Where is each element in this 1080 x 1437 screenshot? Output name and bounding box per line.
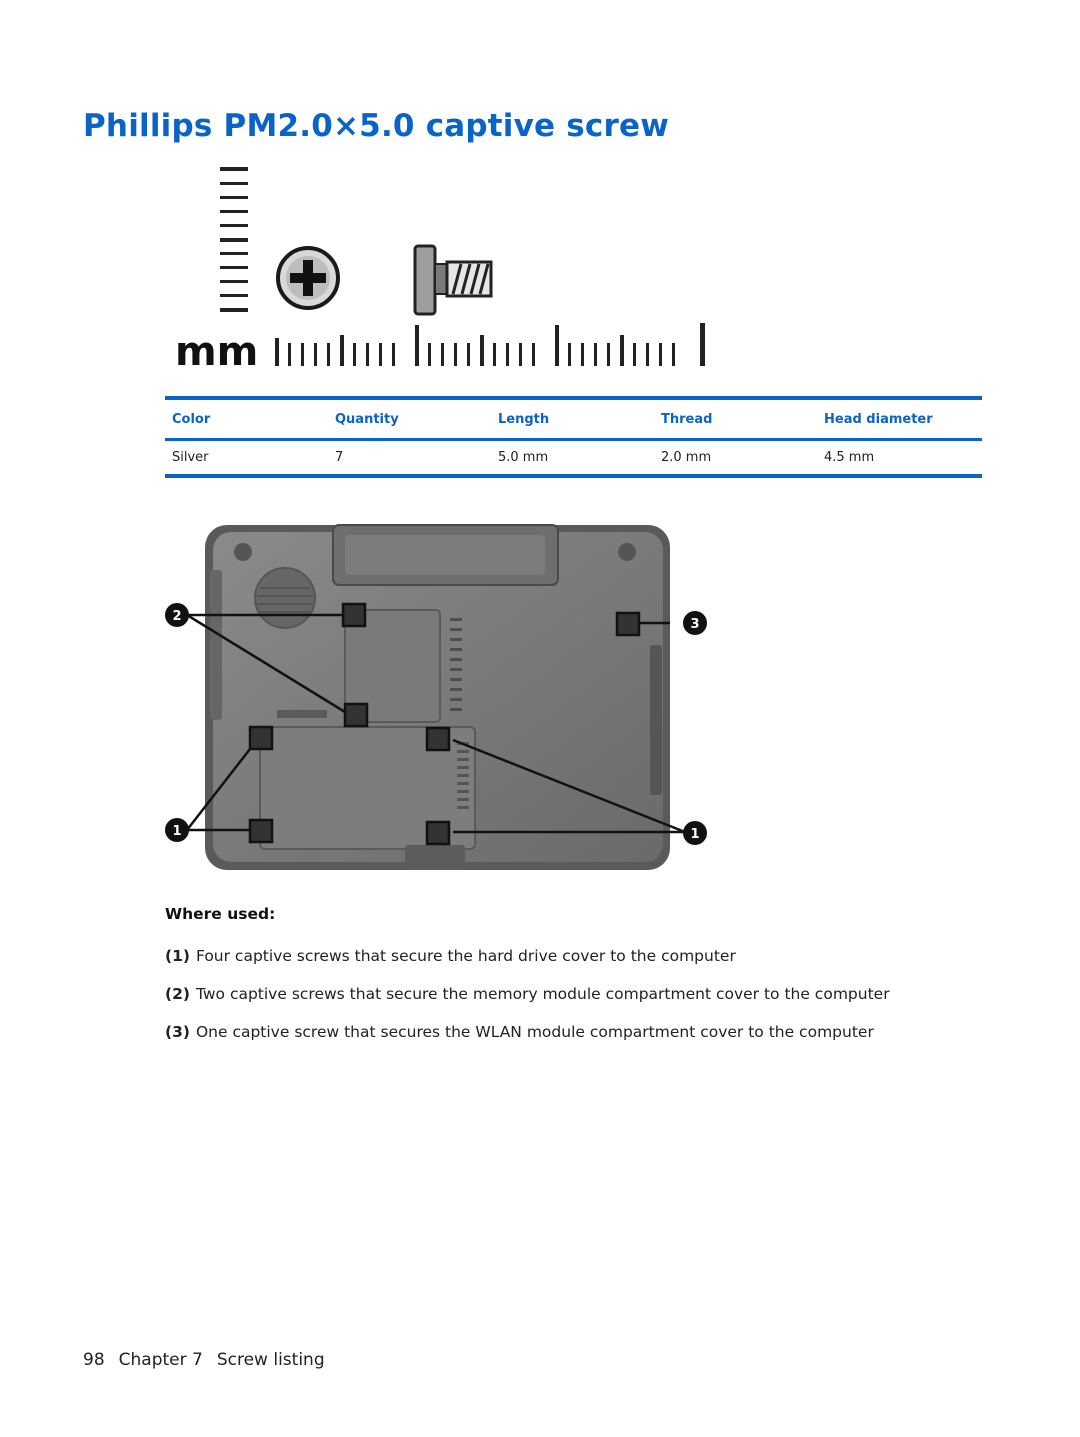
- header-color: Color: [172, 411, 211, 427]
- screw-location-markers: [248, 602, 641, 846]
- where-used-list: (1) Four captive screws that secure the h…: [165, 945, 890, 1059]
- cell-head-diameter: 4.5 mm: [824, 450, 875, 465]
- cell-color: Silver: [172, 450, 209, 465]
- scale-label: mm: [175, 329, 258, 375]
- table-header-row: Color Quantity Length Thread Head diamet…: [165, 400, 982, 438]
- phillips-head-icon: [276, 246, 340, 310]
- item-text: Four captive screws that secure the hard…: [195, 947, 736, 965]
- header-thread: Thread: [661, 411, 713, 427]
- callout-badges: 2 3 1 1: [165, 603, 707, 845]
- cell-quantity: 7: [335, 450, 344, 465]
- item-number: (3): [165, 1023, 190, 1041]
- page-number: 98: [83, 1350, 105, 1370]
- laptop-chassis-icon: [205, 524, 670, 870]
- cell-thread: 2.0 mm: [661, 450, 712, 465]
- header-quantity: Quantity: [335, 411, 399, 427]
- callout-label-1-right: 1: [690, 827, 699, 842]
- where-used-heading: Where used:: [165, 905, 276, 923]
- screw-side-icon: [413, 244, 493, 316]
- table-row: Silver 7 5.0 mm 2.0 mm 4.5 mm: [165, 441, 982, 474]
- callout-leader-lines: [186, 613, 686, 834]
- page-title: Phillips PM2.0×5.0 captive screw: [83, 108, 670, 144]
- header-length: Length: [498, 411, 550, 427]
- table-rule-mid: [165, 438, 982, 441]
- item-text: One captive screw that secures the WLAN …: [195, 1023, 874, 1041]
- callout-label-2: 2: [172, 609, 181, 624]
- list-item: (3) One captive screw that secures the WL…: [165, 1021, 890, 1059]
- ruler-horizontal-icon: [275, 323, 705, 366]
- screw-illustration: mm: [175, 167, 705, 375]
- section-label: Screw listing: [216, 1350, 325, 1370]
- table-rule-bottom: [165, 474, 982, 478]
- header-head-diameter: Head diameter: [824, 411, 933, 427]
- chapter-label: Chapter 7: [118, 1350, 203, 1370]
- laptop-bottom-illustration: 2 3 1 1: [165, 524, 707, 870]
- ruler-vertical-icon: [220, 167, 248, 312]
- table-rule-top: [165, 396, 982, 400]
- list-item: (2) Two captive screws that secure the me…: [165, 983, 890, 1021]
- item-number: (2): [165, 985, 190, 1003]
- spec-table: Color Quantity Length Thread Head diamet…: [165, 396, 982, 478]
- cell-length: 5.0 mm: [498, 450, 549, 465]
- callout-label-3: 3: [690, 617, 699, 632]
- callout-label-1-left: 1: [172, 824, 181, 839]
- item-text: Two captive screws that secure the memor…: [195, 985, 890, 1003]
- list-item: (1) Four captive screws that secure the h…: [165, 945, 890, 983]
- item-number: (1): [165, 947, 190, 965]
- page-footer: 98 Chapter 7 Screw listing: [83, 1350, 339, 1370]
